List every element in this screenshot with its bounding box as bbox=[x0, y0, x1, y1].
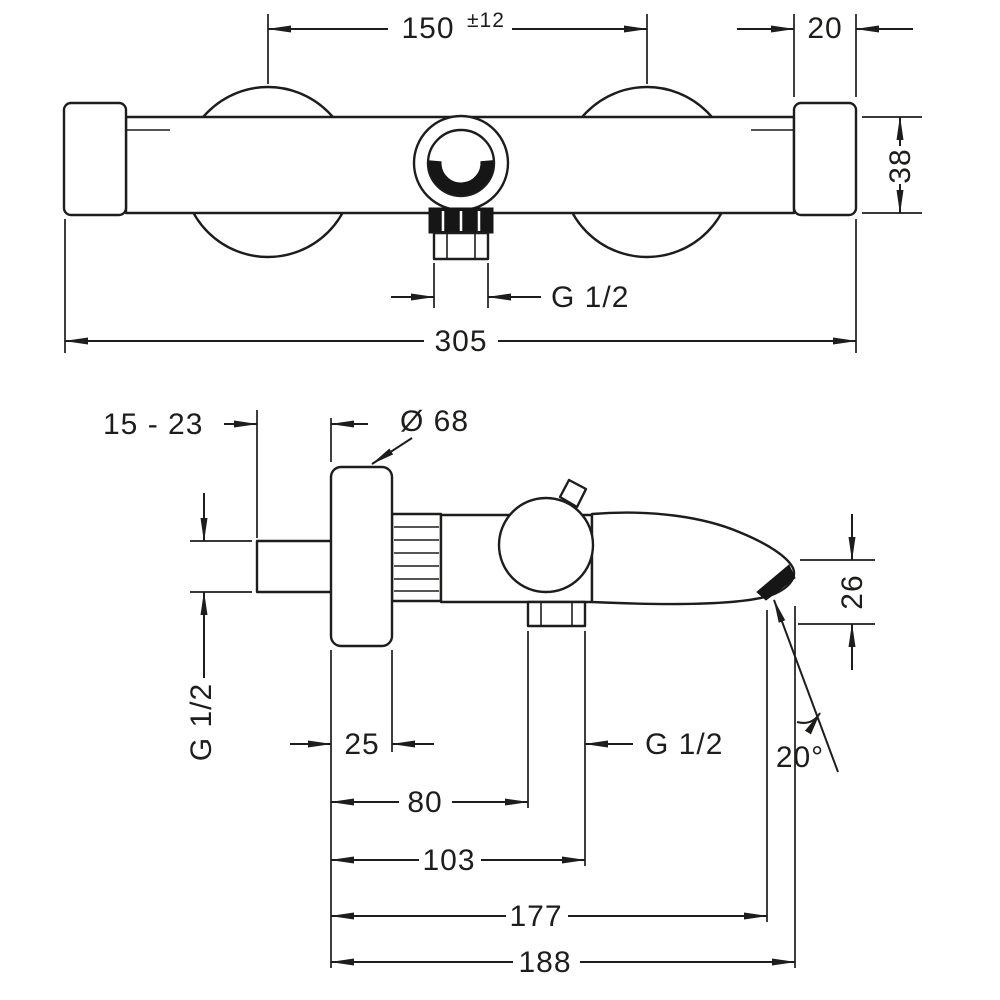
dim-label-outlet-thread: G 1/2 bbox=[645, 728, 723, 761]
thread-ridges bbox=[394, 526, 439, 592]
dimension-body-height: 38 bbox=[862, 116, 922, 214]
extension-lines bbox=[433, 263, 489, 308]
dim-label-38: 38 bbox=[884, 148, 917, 183]
shower-outlet-nut bbox=[526, 600, 587, 628]
dim-label-wall-distance: 15 - 23 bbox=[103, 408, 203, 441]
dimension-escutcheon-diameter: Ø 68 bbox=[371, 405, 469, 465]
dimension-inlet-thread: G 1/2 bbox=[185, 493, 252, 761]
angle-leader-line bbox=[773, 599, 839, 773]
dimension-177: 177 bbox=[330, 900, 768, 933]
thread-adapter bbox=[390, 512, 443, 603]
extension-lines-bottom bbox=[330, 606, 796, 968]
hose-connector-lines bbox=[446, 234, 476, 258]
dimension-spout-angle: 20° bbox=[773, 599, 839, 774]
aerator bbox=[756, 564, 796, 601]
temperature-knob bbox=[497, 496, 595, 594]
extension-lines bbox=[862, 116, 922, 214]
dim-label-hose-thread: G 1/2 bbox=[551, 281, 629, 314]
angle-arc bbox=[796, 712, 821, 735]
side-view: 15 - 23 Ø 68 26 G 1/2 25 G bbox=[103, 405, 875, 979]
dim-label-26: 26 bbox=[836, 574, 869, 609]
spout bbox=[590, 511, 796, 606]
dimension-outlet-drop: 26 bbox=[798, 514, 875, 670]
hose-ring-shadow bbox=[428, 130, 494, 196]
dim-label-angle: 20° bbox=[776, 741, 824, 774]
right-end-cap bbox=[792, 101, 858, 217]
left-end-cap bbox=[62, 101, 128, 217]
dimension-escutcheon-depth: 25 bbox=[290, 728, 434, 761]
dimension-handle-spacing: 150 ±12 bbox=[267, 9, 648, 84]
dim-label-150: 150 bbox=[401, 12, 454, 45]
dimension-overall-width: 305 bbox=[64, 219, 857, 358]
dimension-103: 103 bbox=[330, 844, 586, 877]
nut-facets bbox=[540, 603, 573, 625]
dimension-outlet-thread: G 1/2 bbox=[584, 728, 723, 761]
dim-label-103: 103 bbox=[422, 844, 475, 877]
dim-label-25: 25 bbox=[344, 728, 379, 761]
dim-label-inlet-thread: G 1/2 bbox=[185, 683, 218, 761]
extension-lines bbox=[798, 559, 875, 625]
dim-label-20: 20 bbox=[807, 12, 842, 45]
extension-lines bbox=[256, 410, 332, 538]
dimension-wall-distance: 15 - 23 bbox=[103, 408, 368, 538]
dimension-end-cap: 20 bbox=[737, 12, 913, 97]
dim-label-177: 177 bbox=[509, 900, 562, 933]
dim-label-diameter: Ø 68 bbox=[400, 405, 469, 438]
hose-nut-highlights bbox=[441, 211, 481, 231]
dim-label-305: 305 bbox=[434, 325, 487, 358]
escutcheon bbox=[329, 465, 394, 648]
safety-button bbox=[558, 478, 588, 509]
dimension-hose-thread: G 1/2 bbox=[391, 263, 629, 314]
extension-lines bbox=[64, 219, 857, 353]
leader-line bbox=[371, 437, 413, 465]
extension-lines bbox=[190, 540, 252, 593]
front-view: 150 ±12 20 38 G 1/2 30 bbox=[62, 9, 922, 358]
extension-lines bbox=[267, 14, 648, 84]
dimension-188: 188 bbox=[330, 946, 796, 979]
dim-label-188: 188 bbox=[518, 946, 571, 979]
hose-connector bbox=[432, 231, 490, 261]
dimension-80: 80 bbox=[330, 786, 529, 819]
dim-label-80: 80 bbox=[407, 786, 442, 819]
dim-tolerance-label: ±12 bbox=[467, 9, 505, 32]
wall-connector bbox=[255, 539, 337, 594]
